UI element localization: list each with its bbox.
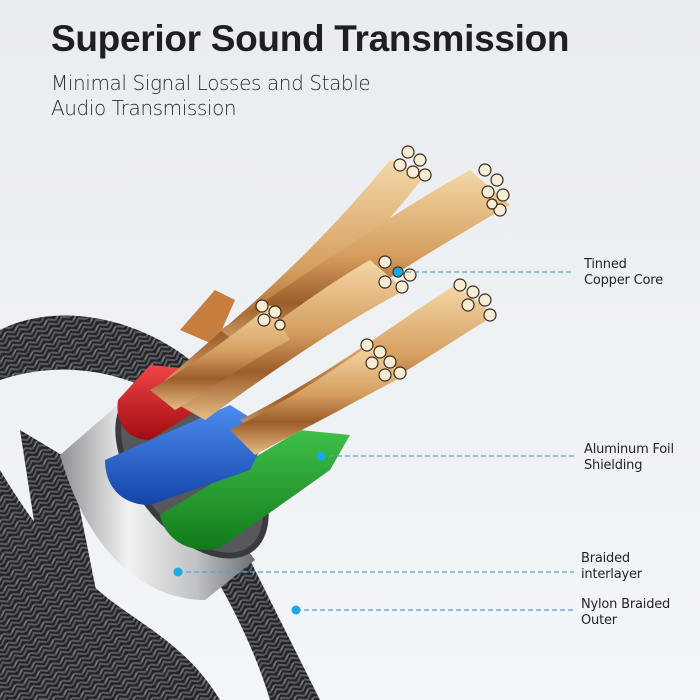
green-insulated-wire bbox=[160, 430, 350, 550]
callout-3-line-2: interlayer bbox=[581, 567, 642, 582]
orange-insulated-wire bbox=[180, 290, 235, 345]
callout-2-line-2: Shielding bbox=[584, 458, 643, 473]
insulated-wires bbox=[105, 290, 350, 550]
callout-label-aluminum-foil-shielding: Aluminum Foil Shielding bbox=[584, 442, 674, 474]
leader-dot-1 bbox=[393, 267, 403, 277]
callout-4-line-1: Nylon Braided bbox=[581, 597, 671, 612]
copper-strands bbox=[150, 145, 510, 455]
subtitle-line-1: Minimal Signal Losses and Stable bbox=[51, 71, 371, 95]
headline-title: Superior Sound Transmission bbox=[51, 18, 570, 59]
callout-1-line-2: Copper Core bbox=[584, 273, 663, 288]
subtitle-line-2: Audio Transmission bbox=[51, 96, 237, 120]
callout-label-tinned-copper-core: Tinned Copper Core bbox=[584, 257, 663, 289]
callout-4-line-2: Outer bbox=[581, 613, 617, 628]
callout-2-line-1: Aluminum Foil bbox=[584, 442, 674, 457]
callout-leaders bbox=[173, 267, 574, 615]
blue-insulated-wire bbox=[105, 405, 270, 505]
leader-dot-3 bbox=[173, 567, 183, 577]
callout-3-line-1: Braided bbox=[581, 551, 630, 566]
callout-label-nylon-braided-outer: Nylon Braided Outer bbox=[581, 597, 670, 629]
leader-dot-2 bbox=[316, 451, 326, 461]
leader-dot-4 bbox=[291, 605, 301, 615]
headline-subtitle: Minimal Signal Losses and Stable Audio T… bbox=[51, 71, 371, 121]
callout-label-braided-interlayer: Braided interlayer bbox=[581, 551, 642, 583]
callout-1-line-1: Tinned bbox=[584, 257, 627, 272]
